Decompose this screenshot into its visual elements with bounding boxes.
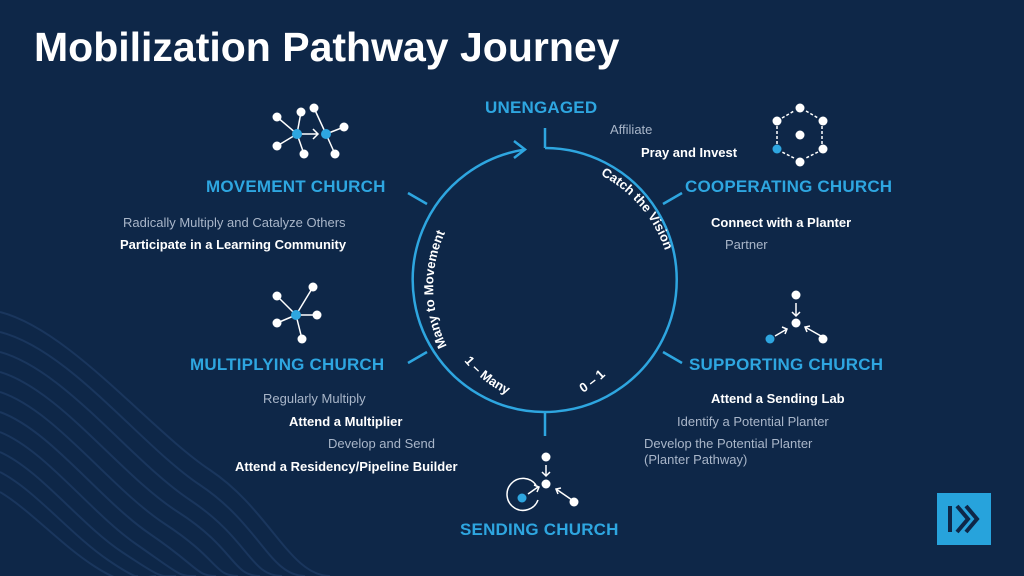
- zero-one-text: 0 – 1: [576, 366, 607, 395]
- cycle-arrowhead: [513, 140, 528, 159]
- one-many-text: 1 – Many: [462, 353, 514, 398]
- stage-sending: SENDING CHURCH: [460, 520, 619, 539]
- catch-vision-label: Catch the Vision: [599, 164, 676, 251]
- journey-cycle: [407, 128, 683, 436]
- page-title: Mobilization Pathway Journey: [34, 24, 620, 70]
- stage-cooperating: COOPERATING CHURCH: [685, 177, 893, 196]
- forward-logo-mark: [948, 504, 980, 534]
- tick-cooperating: [662, 191, 683, 206]
- tick-movement: [407, 191, 428, 206]
- stage-supporting: SUPPORTING CHURCH: [689, 355, 884, 374]
- forward-logo-icon: [937, 493, 991, 545]
- hexagon-cluster-icon: [772, 103, 828, 167]
- many-movement-text: Many to Movement: [421, 227, 450, 351]
- network-movement-icon: [272, 103, 349, 159]
- one-many-label: 1 – Many: [462, 353, 514, 398]
- step-connect-planter: Connect with a Planter: [711, 215, 852, 230]
- stage-movement: MOVEMENT CHURCH: [206, 177, 386, 196]
- step-identify-planter: Identify a Potential Planter: [677, 414, 829, 429]
- send-arrows-icon: [506, 452, 579, 512]
- hub-network-icon: [272, 282, 322, 344]
- step-attend-multiplier: Attend a Multiplier: [289, 414, 403, 429]
- step-pray-invest: Pray and Invest: [641, 145, 738, 160]
- step-develop-send: Develop and Send: [328, 436, 435, 451]
- many-movement-label: Many to Movement: [421, 227, 450, 351]
- zero-one-label: 0 – 1: [576, 366, 607, 395]
- cycle-ring: [411, 146, 678, 414]
- step-radically-multiply: Radically Multiply and Catalyze Others: [123, 215, 346, 230]
- step-planter-pathway: (Planter Pathway): [644, 452, 748, 467]
- step-attend-residency: Attend a Residency/Pipeline Builder: [235, 459, 458, 474]
- step-regularly-multiply: Regularly Multiply: [263, 391, 366, 406]
- step-partner: Partner: [725, 237, 768, 252]
- background-waves: [0, 311, 331, 576]
- stage-multiplying: MULTIPLYING CHURCH: [190, 355, 385, 374]
- tick-supporting: [662, 350, 683, 365]
- step-learning-community: Participate in a Learning Community: [120, 237, 347, 252]
- step-develop-planter: Develop the Potential Planter: [644, 436, 813, 451]
- converge-arrows-icon: [765, 290, 828, 344]
- step-affiliate: Affiliate: [610, 122, 653, 137]
- tick-multiplying: [407, 350, 428, 365]
- catch-vision-text: Catch the Vision: [599, 164, 676, 251]
- stage-unengaged: UNENGAGED: [485, 98, 598, 117]
- step-sending-lab: Attend a Sending Lab: [711, 391, 845, 406]
